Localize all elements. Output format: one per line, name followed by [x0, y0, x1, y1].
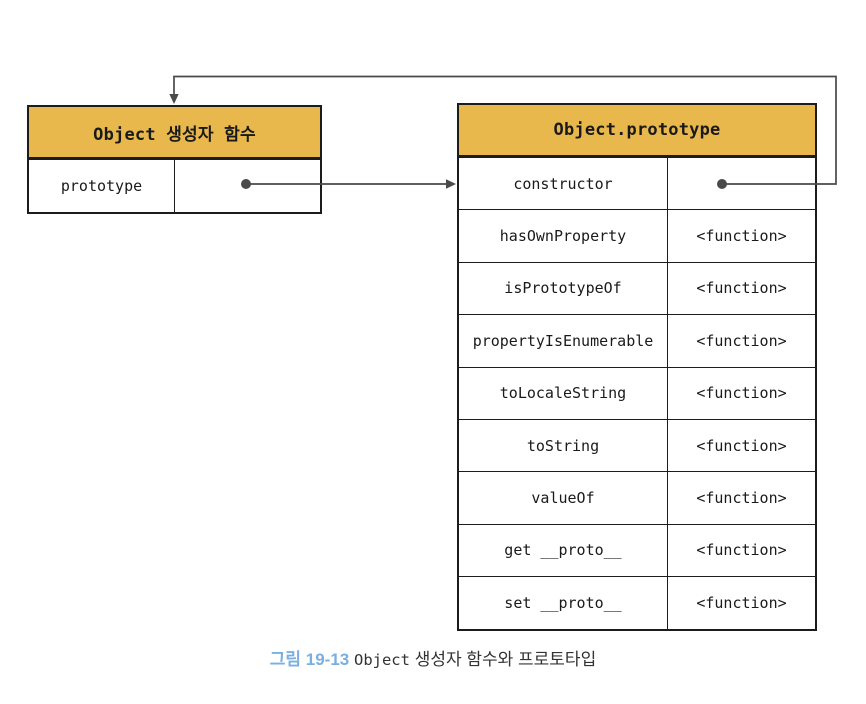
property-name: propertyIsEnumerable — [459, 315, 668, 367]
property-value: <function> — [696, 331, 787, 350]
property-value — [668, 158, 815, 209]
property-name: hasOwnProperty — [459, 210, 668, 262]
table-row: propertyIsEnumerable <function> — [459, 314, 815, 367]
property-value: <function> — [696, 489, 787, 508]
arrow-head-icon — [446, 179, 456, 189]
object-prototype-table: Object.prototype constructor hasOwnPrope… — [457, 103, 817, 631]
property-name: set __proto__ — [459, 577, 668, 629]
table-row: toString <function> — [459, 418, 815, 472]
table-row: isPrototypeOf <function> — [459, 261, 815, 315]
property-value: <function> — [696, 541, 787, 560]
property-name: toString — [459, 419, 668, 472]
figure-caption: 그림 19-13 Object 생성자 함수와 프로토타입 — [0, 645, 866, 670]
property-value: <function> — [696, 227, 787, 246]
table-row: constructor — [459, 157, 815, 210]
table-row: hasOwnProperty <function> — [459, 209, 815, 262]
table-row: valueOf <function> — [459, 471, 815, 524]
property-name: constructor — [459, 158, 668, 210]
property-value: <function> — [696, 384, 787, 403]
property-name: valueOf — [459, 472, 668, 524]
property-name: get __proto__ — [459, 524, 668, 577]
property-value: <function> — [696, 279, 787, 298]
property-value: <function> — [696, 436, 787, 455]
figure-caption-number: 그림 19-13 — [269, 650, 350, 669]
table-row: toLocaleString <function> — [459, 366, 815, 419]
property-name: toLocaleString — [459, 367, 668, 419]
object-prototype-table-title: Object.prototype — [459, 105, 815, 157]
figure-caption-code: Object — [353, 651, 410, 669]
property-value — [175, 160, 320, 212]
table-row: prototype — [29, 159, 320, 212]
object-constructor-table: Object 생성자 함수 prototype — [27, 105, 322, 214]
object-constructor-table-title: Object 생성자 함수 — [29, 107, 320, 159]
property-name: prototype — [29, 160, 175, 212]
property-value: <function> — [696, 593, 787, 612]
table-row: get __proto__ <function> — [459, 523, 815, 577]
table-row: set __proto__ <function> — [459, 576, 815, 629]
figure-caption-text: 생성자 함수와 프로토타입 — [414, 650, 597, 669]
arrow-head-icon — [169, 94, 179, 104]
property-name: isPrototypeOf — [459, 262, 668, 315]
